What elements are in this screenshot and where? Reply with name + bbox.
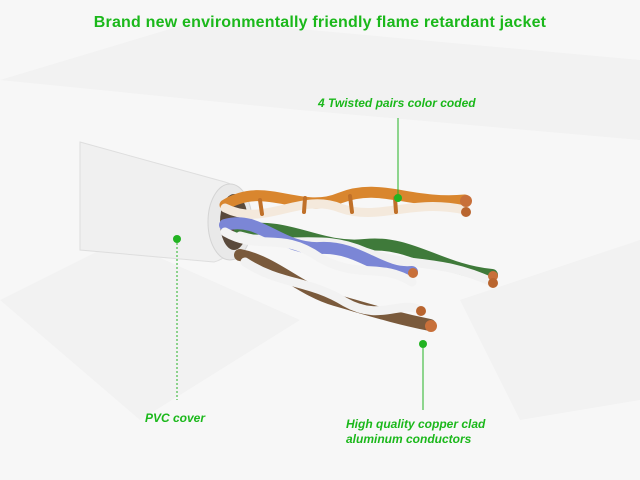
pvc-cover-label: PVC cover bbox=[145, 411, 206, 425]
conductors-label: High quality copper clad aluminum conduc… bbox=[346, 417, 485, 447]
brown-twisted-pair bbox=[234, 249, 436, 331]
blue-twisted-pair bbox=[219, 217, 418, 287]
conductors-label-line2: aluminum conductors bbox=[346, 432, 472, 446]
callout-leaders bbox=[173, 118, 427, 410]
copper-conductor-ends bbox=[408, 195, 498, 332]
page-title: Brand new environmentally friendly flame… bbox=[93, 14, 547, 31]
conductors-label-line1: High quality copper clad bbox=[346, 417, 486, 431]
orange-twisted-pair bbox=[219, 186, 471, 219]
twisted-pairs-label: 4 Twisted pairs color coded bbox=[318, 96, 476, 110]
